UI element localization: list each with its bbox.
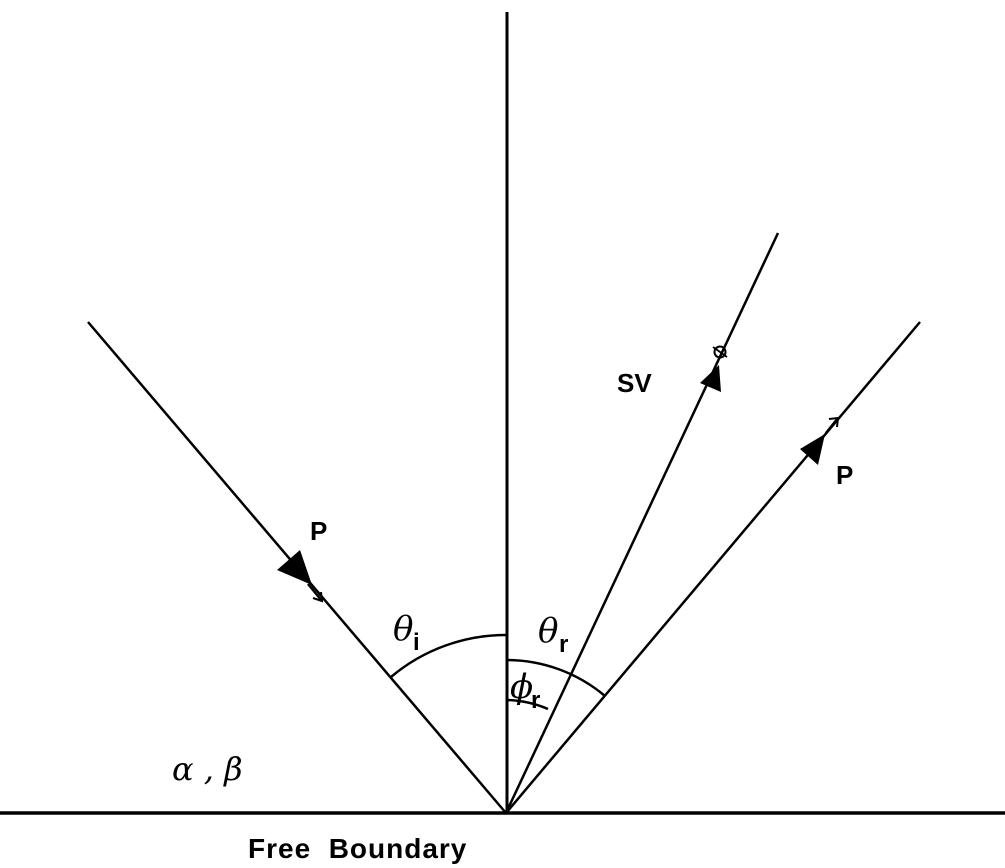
reflected-sv-ray: [504, 232, 780, 814]
reflected-p-ray: [505, 321, 921, 814]
reflected-p-arrowhead-icon: [800, 434, 825, 465]
theta-i-subscript: i: [413, 629, 420, 656]
reflected-p-motion-tip-icon: [828, 416, 840, 428]
angle-arc-theta-r: [506, 658, 606, 697]
reflected-p-motion-marker-icon: [825, 417, 839, 434]
free-boundary-label: Free Boundary: [248, 833, 467, 864]
sv-motion-marker-cross-icon: [712, 346, 728, 358]
theta-i-symbol: θ: [393, 609, 413, 649]
reflected-p-label: P: [836, 460, 853, 490]
phi-r-symbol: ϕ: [510, 667, 533, 707]
incident-p-motion-tip-icon: [312, 591, 324, 603]
reflected-sv-label: SV: [617, 368, 652, 398]
medium-params-label: α , β: [172, 750, 243, 788]
incident-p-label: P: [310, 516, 327, 546]
sv-motion-marker-icon: [713, 345, 727, 359]
incident-p-motion-marker-icon: [307, 583, 323, 602]
reflected-sv-arrowhead-icon: [700, 365, 721, 392]
theta-r-symbol: θ: [538, 611, 558, 651]
phi-r-subscript: r: [531, 687, 540, 714]
incident-p-arrowhead-icon: [277, 550, 312, 585]
angle-arc-theta-i: [390, 633, 508, 678]
angle-arc-phi-r: [506, 698, 549, 711]
theta-r-subscript: r: [559, 631, 568, 658]
